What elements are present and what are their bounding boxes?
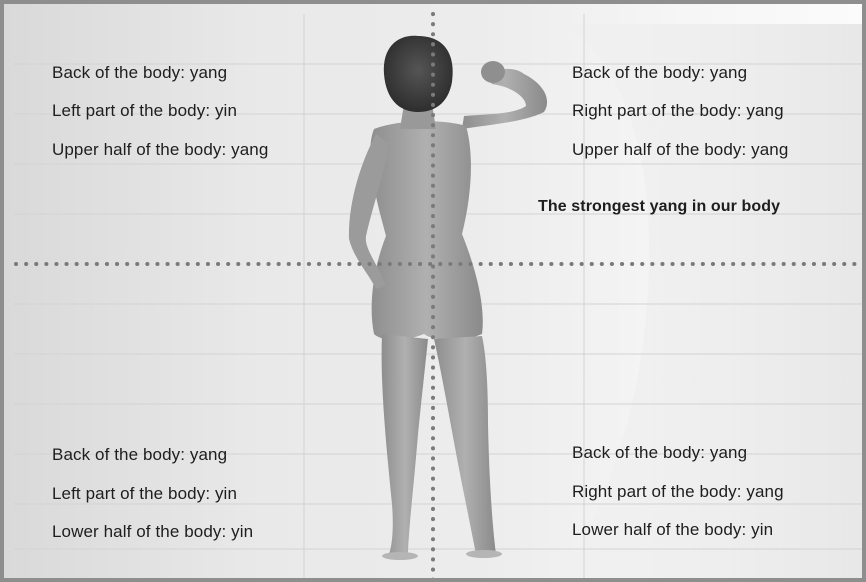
tl-line-3: Upper half of the body: yang <box>52 140 268 160</box>
tl-line-2: Left part of the body: yin <box>52 101 237 121</box>
bl-line-2: Left part of the body: yin <box>52 484 237 504</box>
tr-emphasis: The strongest yang in our body <box>538 198 780 216</box>
br-line-3: Lower half of the body: yin <box>572 520 773 540</box>
tr-line-2: Right part of the body: yang <box>572 101 784 121</box>
bl-line-3: Lower half of the body: yin <box>52 522 253 542</box>
tl-line-1: Back of the body: yang <box>52 63 227 83</box>
bl-line-1: Back of the body: yang <box>52 445 227 465</box>
br-line-2: Right part of the body: yang <box>572 482 784 502</box>
tr-line-1: Back of the body: yang <box>572 63 747 83</box>
tr-line-3: Upper half of the body: yang <box>572 140 788 160</box>
br-line-1: Back of the body: yang <box>572 443 747 463</box>
